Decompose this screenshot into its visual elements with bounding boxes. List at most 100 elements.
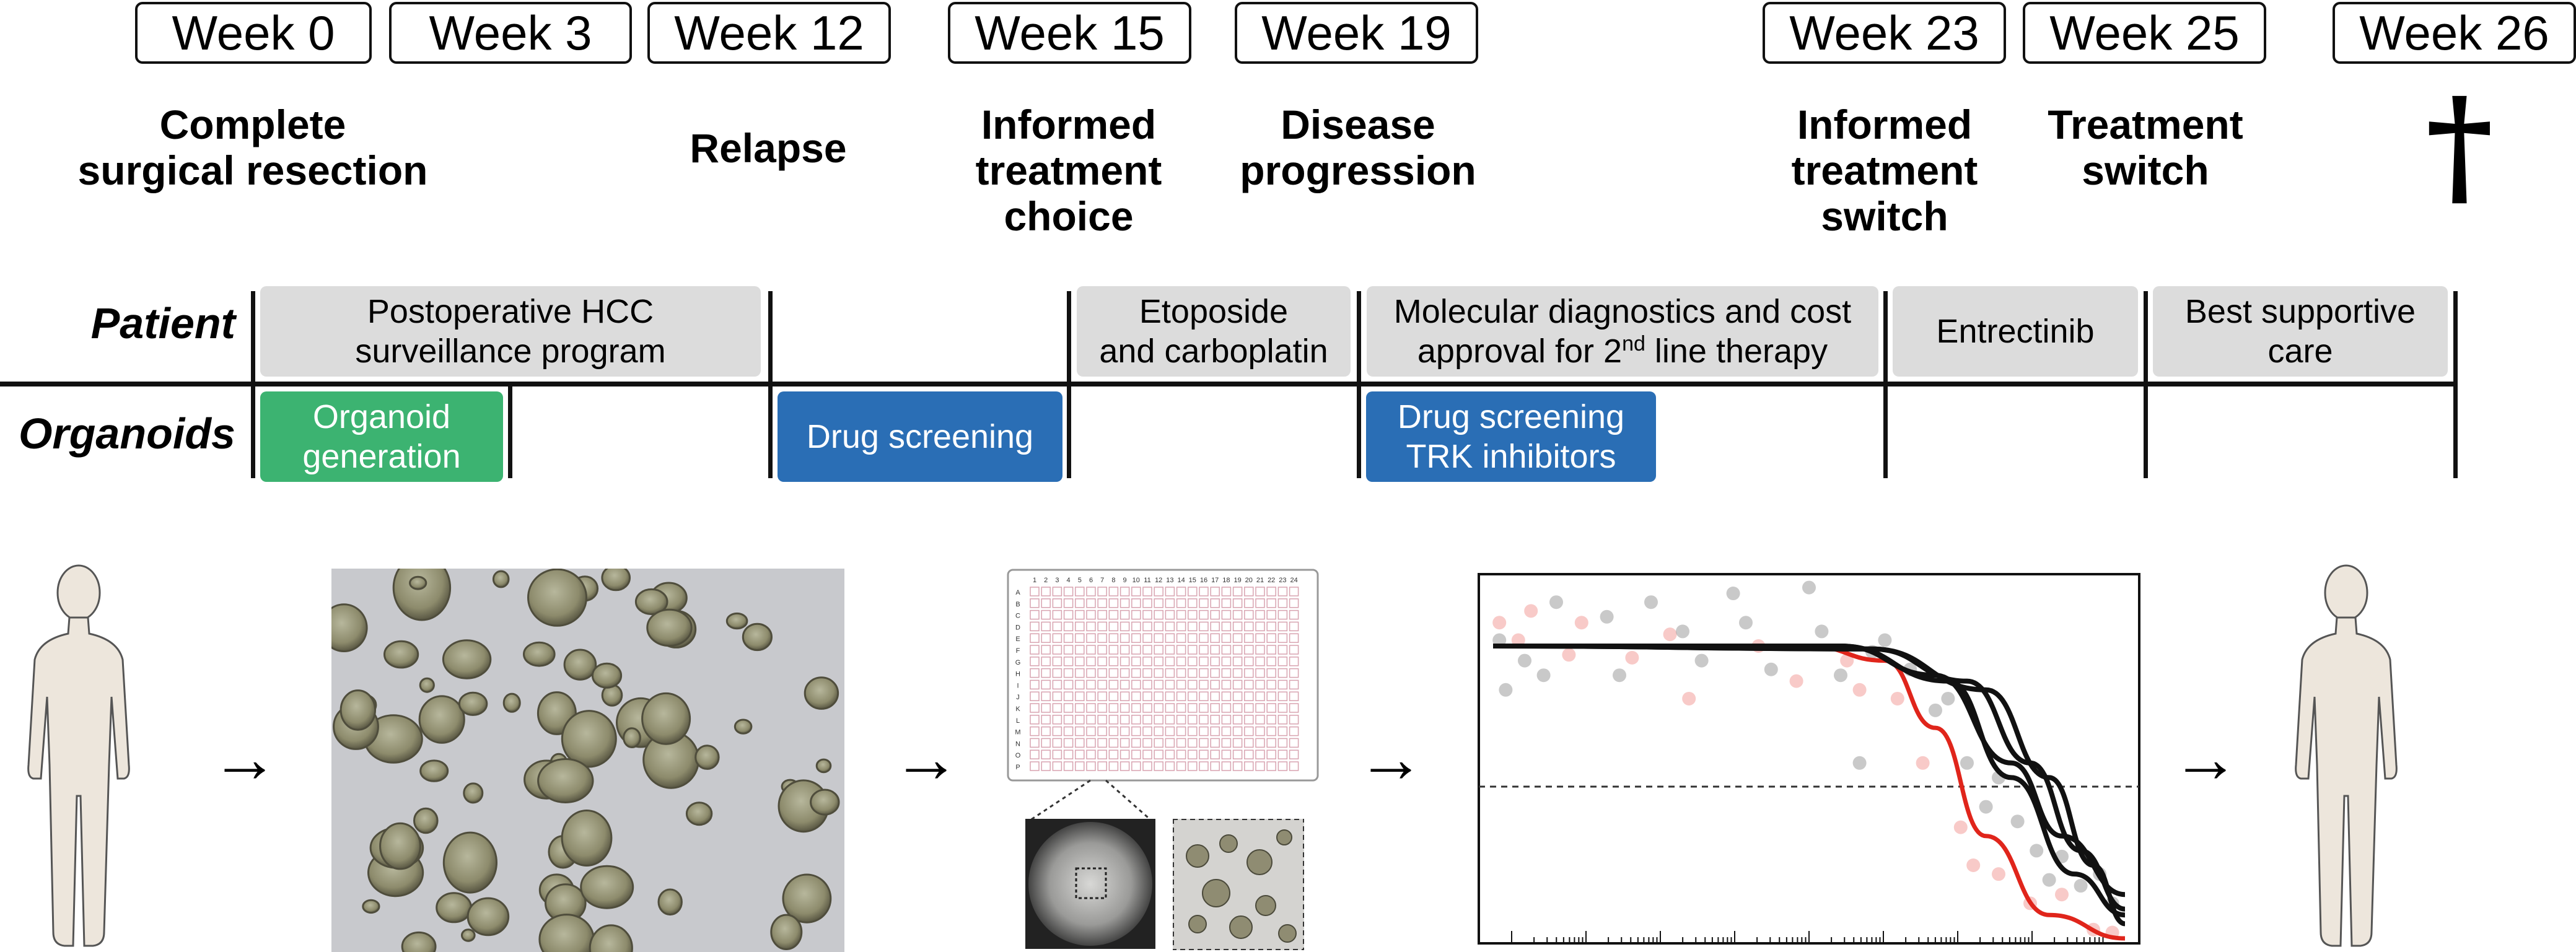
plate-well — [1289, 691, 1299, 701]
plate-well — [1289, 703, 1299, 713]
plate-column-label: 1 — [1033, 577, 1036, 584]
plate-well — [1266, 749, 1276, 759]
plate-row-label: G — [1015, 659, 1021, 666]
plate-well — [1289, 609, 1299, 620]
organoid-blob — [815, 758, 832, 774]
plate-well — [1277, 645, 1288, 655]
plate-well — [1165, 738, 1175, 748]
plate-well — [1075, 633, 1085, 643]
organoid-blob — [461, 928, 476, 942]
organoid-blob — [810, 788, 840, 816]
plate-well — [1063, 738, 1074, 748]
plate-well — [1266, 621, 1276, 632]
organoid-blob — [770, 914, 803, 950]
plate-well — [1199, 715, 1209, 725]
plate-well — [1097, 691, 1107, 701]
plate-well — [1075, 679, 1085, 690]
plate-well — [1221, 633, 1232, 643]
plate-well — [1289, 633, 1299, 643]
plate-well — [1165, 749, 1175, 759]
plate-well — [1075, 645, 1085, 655]
plate-row-label: N — [1015, 740, 1020, 748]
plate-well — [1142, 668, 1152, 678]
plate-well — [1108, 761, 1119, 771]
plate-well — [1210, 726, 1220, 736]
dagger-icon: † — [2425, 69, 2494, 222]
plate-well — [1052, 645, 1062, 655]
plate-well — [1041, 668, 1051, 678]
data-point-grey — [1960, 756, 1974, 770]
plate-well — [1119, 587, 1130, 596]
organoid-blob — [601, 569, 631, 592]
organoid-blob — [413, 807, 439, 834]
plate-well — [1165, 726, 1175, 736]
left-axis-stub — [0, 382, 251, 386]
plate-well — [1210, 598, 1220, 608]
plate-well — [1232, 633, 1243, 643]
plate-well — [1277, 621, 1288, 632]
plate-well — [1266, 598, 1276, 608]
data-point-grey — [1815, 624, 1829, 639]
plate-well — [1266, 703, 1276, 713]
plate-well — [1165, 657, 1175, 666]
plate-well — [1063, 657, 1074, 666]
plate-well — [1244, 657, 1254, 666]
data-point-red — [1916, 756, 1930, 770]
plate-well — [1075, 668, 1085, 678]
plate-well — [1119, 668, 1130, 678]
plate-well — [1255, 703, 1265, 713]
plate-well — [1041, 609, 1051, 620]
organoid-blob — [419, 759, 449, 782]
plate-well — [1097, 598, 1107, 608]
plate-well — [1131, 726, 1141, 736]
plate-well — [1119, 761, 1130, 771]
organoid-blob — [492, 570, 510, 588]
plate-well — [1255, 645, 1265, 655]
plate-well — [1131, 738, 1141, 748]
plate-well — [1030, 738, 1040, 748]
plate-well — [1210, 633, 1220, 643]
plate-well — [1221, 598, 1232, 608]
plate-well — [1176, 726, 1186, 736]
plate-well — [1232, 657, 1243, 666]
data-point-grey — [1600, 609, 1614, 624]
plate-well — [1097, 621, 1107, 632]
organoid-blob — [641, 692, 691, 745]
plate-well — [1097, 715, 1107, 725]
divider-week3 — [508, 382, 512, 478]
plate-well — [1221, 738, 1232, 748]
patient-silhouette-left — [27, 564, 130, 947]
plate-well — [1221, 761, 1232, 771]
data-point-grey — [1941, 691, 1955, 705]
plate-well — [1266, 645, 1276, 655]
plate-well — [1266, 761, 1276, 771]
plate-well — [1176, 645, 1186, 655]
plate-well — [1108, 645, 1119, 655]
plate-well — [1041, 726, 1051, 736]
data-point-red — [1492, 616, 1507, 630]
plate-well — [1289, 679, 1299, 690]
arrow-right-icon: → — [2171, 720, 2240, 797]
plate-well — [1165, 587, 1175, 596]
plate-well — [1097, 668, 1107, 678]
data-point-grey — [1802, 580, 1816, 595]
organoid-blob — [694, 745, 720, 770]
plate-well — [1041, 715, 1051, 725]
plate-well — [1041, 657, 1051, 666]
plate-well — [1232, 645, 1243, 655]
plate-well — [1063, 703, 1074, 713]
plate-well — [1176, 609, 1186, 620]
data-point-grey — [1549, 595, 1563, 609]
plate-well — [1063, 715, 1074, 725]
plate-well — [1221, 679, 1232, 690]
arrow-right-icon: → — [892, 720, 960, 797]
organoid-blob — [362, 899, 380, 914]
plate-well — [1154, 609, 1163, 620]
plate-well — [1188, 726, 1198, 736]
organoid-blob — [591, 662, 623, 689]
plate-well — [1165, 621, 1175, 632]
plate-well — [1188, 633, 1198, 643]
plate-well — [1131, 668, 1141, 678]
plate-well — [1154, 657, 1163, 666]
